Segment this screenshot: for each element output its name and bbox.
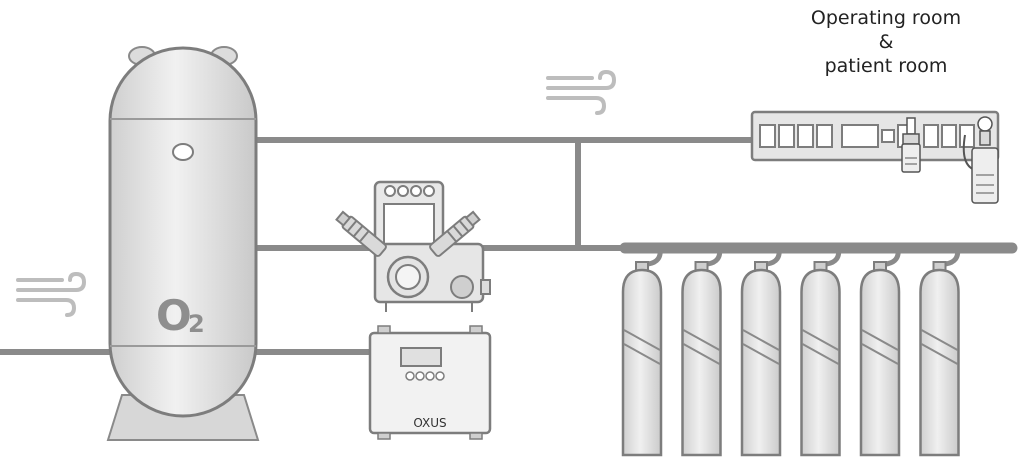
room-label-line2: & (878, 31, 894, 53)
valve-right (429, 210, 481, 257)
gas-cylinder (919, 247, 961, 457)
oxus-generator: OXUS (368, 325, 492, 440)
gas-cylinder (621, 247, 663, 457)
generator-tab (377, 432, 391, 440)
panel-slot (923, 124, 939, 148)
dial-icon (423, 185, 435, 197)
panel-slot (778, 124, 795, 148)
gas-cylinder (859, 247, 901, 457)
cylinder-stripe (861, 343, 899, 365)
valve-left (335, 210, 387, 257)
cylinder-hose (766, 247, 782, 267)
airflow-icon (16, 271, 87, 317)
tank-body (108, 46, 258, 418)
flowmeter (901, 117, 921, 173)
button-icon (405, 371, 415, 381)
cylinder-body (621, 268, 663, 457)
panel-slot (759, 124, 776, 148)
room-label-line3: patient room (824, 55, 948, 77)
dial-icon (410, 185, 422, 197)
cylinder-stripe (921, 329, 958, 351)
concentrator-gauge (450, 275, 474, 299)
gas-cylinder (681, 247, 723, 457)
cylinder-body (919, 268, 960, 457)
cylinder-stripe (802, 329, 839, 351)
cylinder-stripe (921, 343, 958, 365)
generator-tab (377, 325, 391, 334)
cylinder-bank (621, 247, 961, 457)
cylinder-body (859, 268, 901, 457)
tank-label-subscript: 2 (188, 310, 205, 338)
cylinder-stripe (742, 343, 780, 365)
panel-slot (959, 124, 975, 148)
generator-tab (469, 432, 483, 440)
concentrator-wheel-hub (395, 264, 421, 290)
cylinder-stripe (623, 343, 661, 365)
tank-port (172, 143, 194, 161)
cylinder-stripe (861, 329, 899, 351)
room-label-line1: Operating room (810, 7, 962, 29)
generator-tab (469, 325, 483, 334)
cylinder-stripe (683, 343, 720, 365)
cylinder-hose (647, 247, 663, 267)
room-label: Operating room & patient room (778, 6, 994, 78)
generator-brand: OXUS (413, 416, 446, 430)
tank-label-o: O (156, 291, 192, 340)
cylinder-stripe (802, 343, 839, 365)
airflow-icon (546, 69, 617, 115)
concentrator-outlet (480, 279, 491, 295)
cylinder-hose (945, 247, 961, 267)
cylinder-stripe (742, 329, 780, 351)
pipes (0, 137, 1018, 355)
cylinder-hose (707, 247, 723, 267)
cylinder-body (740, 268, 782, 457)
cylinder-hose (826, 247, 842, 267)
dial-icon (397, 185, 409, 197)
concentrator-window (383, 203, 435, 245)
generator-display (400, 347, 442, 367)
oxygen-tank: O 2 (106, 46, 260, 441)
oxygen-concentrator (335, 180, 491, 312)
button-icon (415, 371, 425, 381)
panel-slot (881, 129, 895, 143)
panel-slot (841, 124, 879, 148)
cylinder-stripe (623, 329, 661, 351)
cylinder-hose (885, 247, 901, 267)
panel-slot (941, 124, 957, 148)
medical-gas-panel (750, 110, 1000, 204)
cylinder-body (681, 268, 722, 457)
gas-cylinder (800, 247, 842, 457)
button-icon (425, 371, 435, 381)
gas-cylinder (740, 247, 782, 457)
panel-slot (816, 124, 833, 148)
button-icon (435, 371, 445, 381)
flowmeter (962, 116, 999, 204)
cylinder-body (800, 268, 841, 457)
panel-slot (797, 124, 814, 148)
cylinder-stripe (683, 329, 720, 351)
dial-icon (384, 185, 396, 197)
